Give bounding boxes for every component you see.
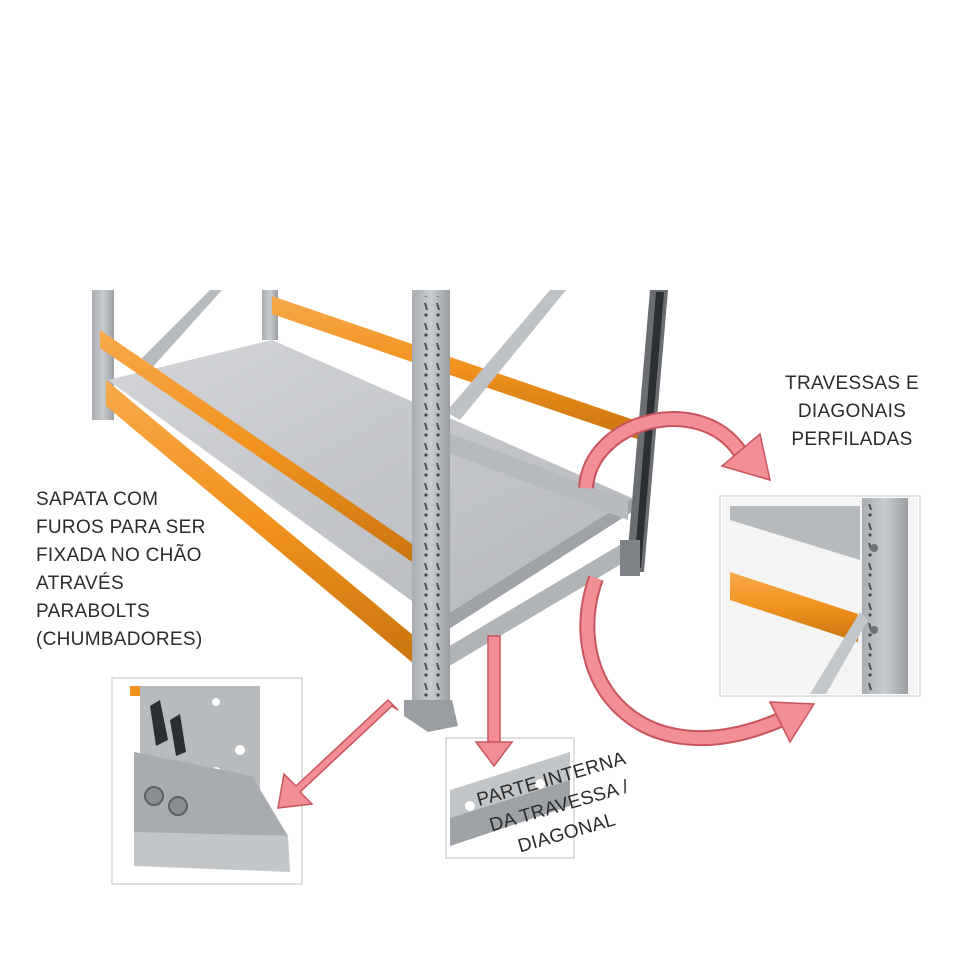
diagonal-back-left — [140, 290, 222, 370]
label-line: FIXADA NO CHÃO — [36, 545, 202, 566]
label-travessas-diagonais: TRAVESSAS E DIAGONAIS PERFILADAS — [782, 370, 922, 454]
shelf-deck — [108, 340, 632, 620]
label-line: FUROS PARA SER — [36, 517, 206, 538]
inset-beam-detail — [719, 495, 921, 697]
base-plate — [404, 700, 458, 732]
arrow-to-profile-detail — [474, 635, 514, 768]
label-line: ATRAVÉS — [36, 573, 124, 594]
inset-profile-detail — [445, 737, 575, 859]
rack — [92, 290, 668, 732]
diagonal-front-right — [446, 290, 566, 420]
label-line: DIAGONAIS — [797, 401, 907, 422]
inset-base-detail — [111, 677, 303, 885]
label-line: PARABOLTS — [36, 601, 150, 622]
frame-bar-upper — [446, 432, 628, 520]
shelf-deck-edge — [438, 498, 632, 636]
arrow-to-base-detail — [277, 698, 399, 809]
label-line: TRAVESSAS E — [785, 373, 919, 394]
beam-back-orange — [272, 296, 640, 440]
upright-back-right-foot — [620, 540, 640, 576]
arrow-to-beam-detail — [578, 411, 772, 490]
label-line: SAPATA COM — [36, 489, 159, 510]
label-line: PERFILADAS — [791, 429, 913, 450]
label-sapata: SAPATA COM FUROS PARA SER FIXADA NO CHÃO… — [36, 486, 206, 654]
arrow-curved-to-beam-detail — [579, 575, 816, 747]
label-line: (CHUMBADORES) — [36, 629, 203, 650]
upright-front — [412, 290, 450, 710]
beam-front-upper-orange — [100, 330, 418, 566]
beam-front-lower-orange — [106, 380, 414, 664]
